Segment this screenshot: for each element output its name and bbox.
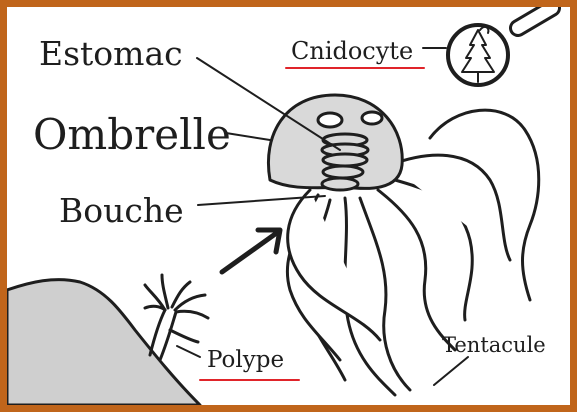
polyp-drawing [145, 275, 208, 360]
magnifier-icon [448, 8, 552, 85]
rock-shape [7, 280, 200, 405]
arrow-icon [222, 230, 280, 272]
label-cnidocyte: Cnidocyte [291, 39, 413, 63]
label-polype: Polype [207, 349, 284, 372]
label-estomac: Estomac [39, 37, 183, 70]
label-tentacule: Tentacule [442, 335, 546, 356]
bell-spot [318, 113, 342, 127]
label-bouche: Bouche [59, 194, 184, 227]
label-ombrelle: Ombrelle [33, 114, 231, 156]
tentacles [287, 155, 510, 395]
bell-spot [362, 112, 382, 124]
